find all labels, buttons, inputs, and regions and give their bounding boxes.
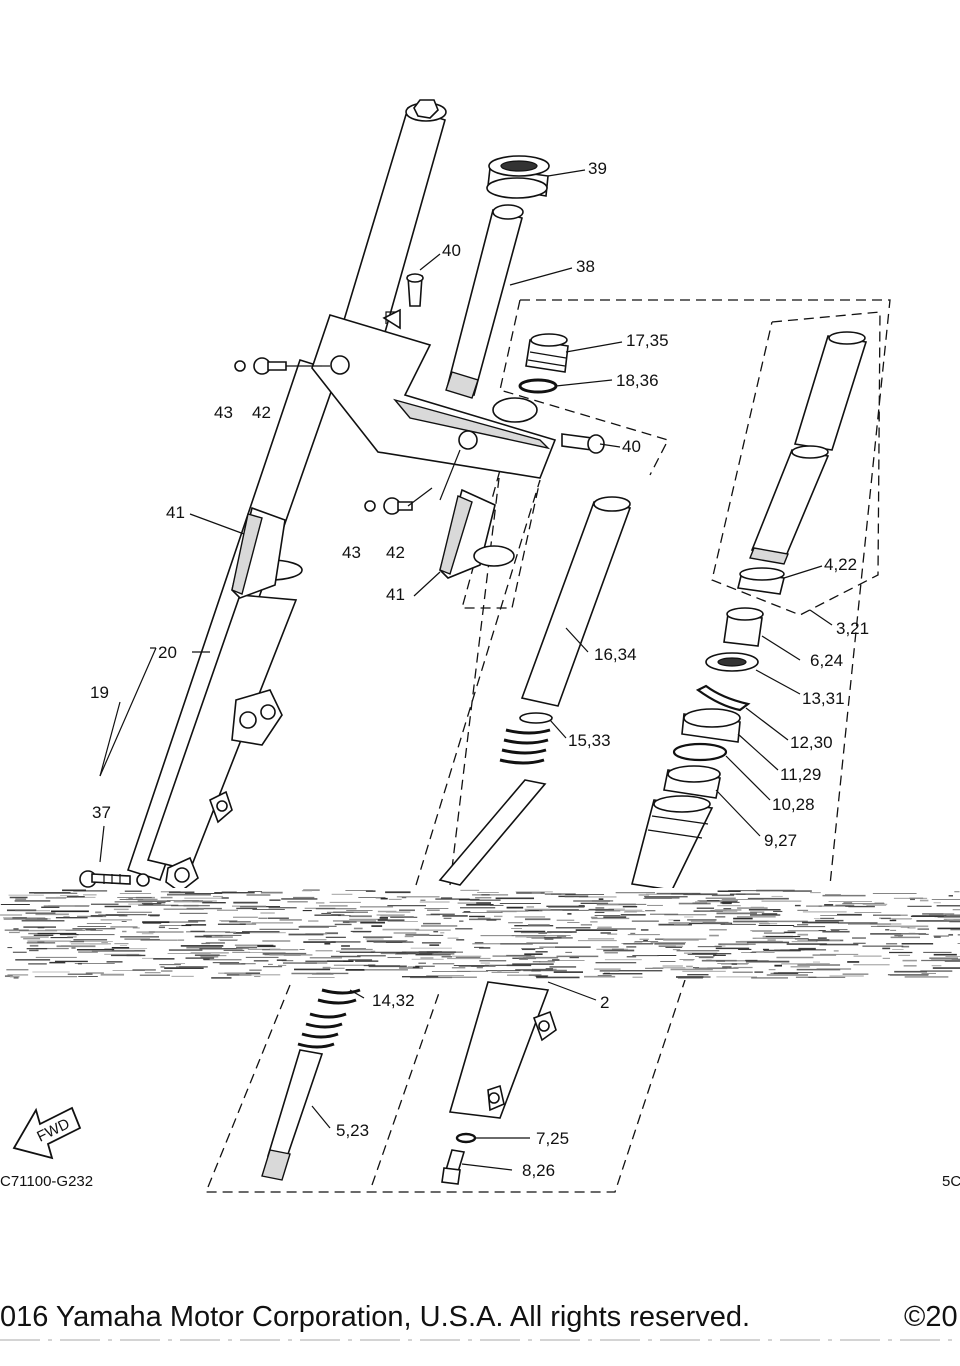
label-12-30: 12,30 [790, 733, 833, 752]
fwd-arrow-icon: FWD [12, 1106, 82, 1160]
bushing-6-24 [723, 607, 764, 647]
lower-assembly-boundary [205, 979, 686, 1193]
label-43-lower: 43 [342, 543, 361, 562]
cap-left-upper [234, 360, 246, 372]
outer-tube-lower [448, 981, 557, 1119]
seal-ring-4-22 [737, 567, 785, 595]
label-4-22: 4,22 [824, 555, 857, 574]
oil-seal-11-29 [681, 708, 741, 743]
cap-bolt-group-boundary [499, 299, 669, 476]
label-17-35: 17,35 [626, 331, 669, 350]
washer-13-31 [705, 652, 759, 672]
diagram-code: C71100-G232 [0, 1173, 93, 1190]
label-8-26: 8,26 [522, 1161, 555, 1180]
outer-tube-slider [631, 795, 714, 891]
copyright-left: 016 Yamaha Motor Corporation, U.S.A. All… [0, 1301, 750, 1333]
o-ring [518, 378, 558, 394]
axle-bolt [79, 870, 150, 888]
label-9-27: 9,27 [764, 831, 797, 850]
damper-rod-lower [261, 1049, 324, 1181]
washer-7-25 [455, 1132, 477, 1144]
label-42-lower: 42 [386, 543, 405, 562]
fork-tube-left [126, 99, 447, 881]
triple-clamp-bracket [311, 308, 557, 479]
label-41-left: 41 [166, 503, 185, 522]
label-18-36: 18,36 [616, 371, 659, 390]
label-2: 2 [600, 993, 609, 1012]
label-7-25: 7,25 [536, 1129, 569, 1148]
fork-cover-left [231, 506, 286, 599]
inner-tube [520, 496, 632, 707]
label-40-right: 40 [622, 437, 641, 456]
bearing-top [486, 155, 550, 199]
fork-spring [438, 728, 551, 886]
scan-noise-band [0, 888, 960, 980]
label-42-upper: 42 [252, 403, 271, 422]
bolt-right-clamp [561, 433, 605, 454]
washer-10-28 [672, 742, 728, 762]
label-37: 37 [92, 803, 111, 822]
damper-rod-upper [749, 331, 868, 565]
fork-cover-right [439, 488, 515, 579]
label-5-23: 5,23 [336, 1121, 369, 1140]
circlip-12-30 [695, 684, 751, 712]
bolt-left-upper [253, 357, 287, 375]
bushing-9-27 [663, 765, 721, 799]
page-code-right: 5C [942, 1173, 960, 1190]
cap-bolt [525, 333, 569, 373]
label-40-top: 40 [442, 241, 461, 260]
label-14-32: 14,32 [372, 991, 415, 1010]
lower-spring [297, 988, 361, 1049]
label-39: 39 [588, 159, 607, 178]
label-16-34: 16,34 [594, 645, 637, 664]
part-labels: 39 40 38 17,35 18,36 40 43 42 41 43 42 4… [90, 159, 869, 1180]
label-20: 20 [158, 643, 177, 662]
leader-lines [99, 169, 833, 1171]
label-10-28: 10,28 [772, 795, 815, 814]
inner-fork-assembly-boundary [415, 299, 891, 886]
steering-stem [445, 204, 524, 399]
fork-lower-leg-left [146, 559, 303, 893]
label-19: 19 [90, 683, 109, 702]
label-13-31: 13,31 [802, 689, 845, 708]
label-6-24: 6,24 [810, 651, 843, 670]
label-38: 38 [576, 257, 595, 276]
label-15-33: 15,33 [568, 731, 611, 750]
label-41-right: 41 [386, 585, 405, 604]
damper-rod-group-boundary [711, 311, 881, 616]
label-11-29: 11,29 [780, 765, 821, 784]
drain-bolt-8-26 [441, 1149, 466, 1185]
copyright-right: ©20 [904, 1301, 958, 1333]
label-43-upper: 43 [214, 403, 233, 422]
bolt-top [406, 273, 424, 307]
spring-seat-washer [519, 712, 553, 724]
label-3-21: 3,21 [836, 619, 869, 638]
cap-left-lower [364, 500, 376, 512]
bolt-left-lower [383, 497, 413, 515]
